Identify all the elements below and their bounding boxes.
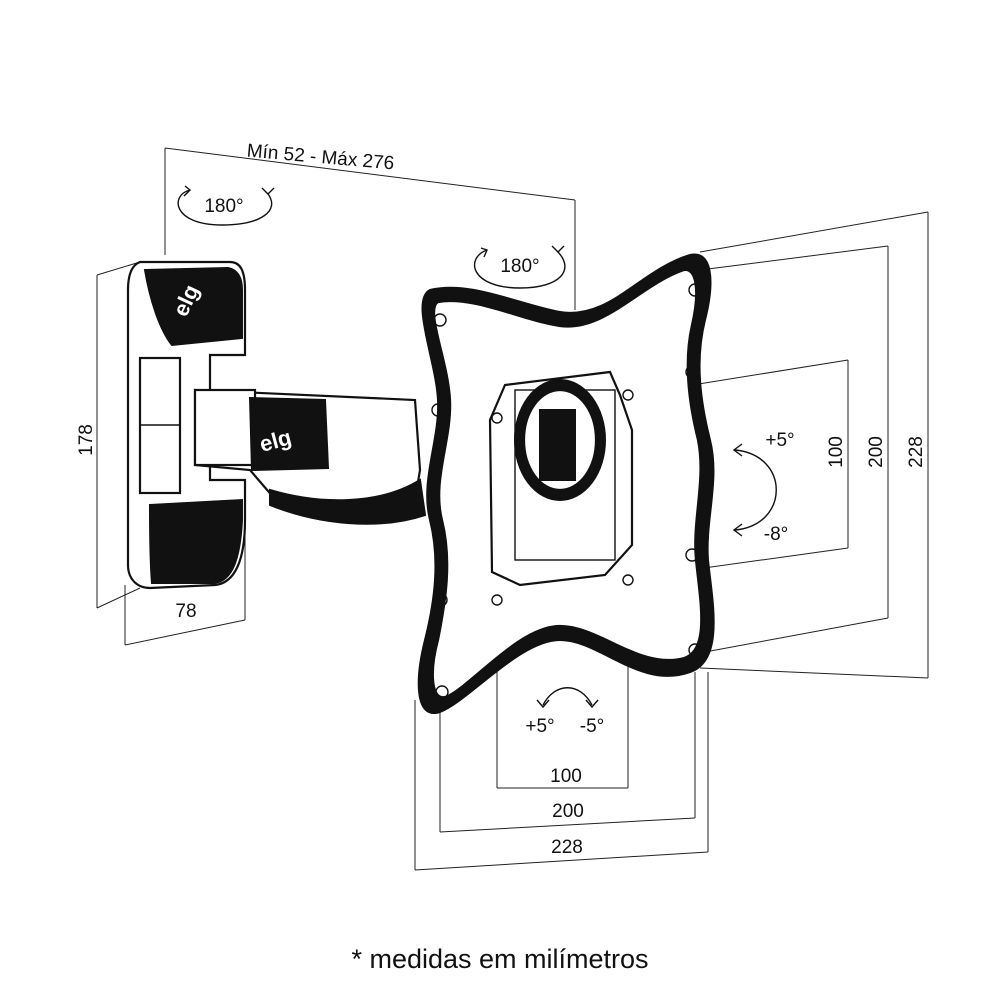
wall-width-label: 78 xyxy=(175,601,196,622)
wall-swivel-label: 180° xyxy=(204,196,243,217)
vesa-v-228: 228 xyxy=(906,436,927,468)
mounting-holes xyxy=(431,283,702,699)
vesa-vertical-dimensions: 100 200 228 xyxy=(629,211,929,679)
vesa-h-228: 228 xyxy=(551,837,583,858)
tilt-indicator: +5° -8° xyxy=(732,430,795,545)
depth-label: Mín 52 - Máx 276 xyxy=(246,141,395,175)
vesa-h-100: 100 xyxy=(550,766,582,787)
tilt-up-label: +5° xyxy=(765,430,794,451)
tilt-down-label: -8° xyxy=(764,524,789,545)
vesa-v-100: 100 xyxy=(826,436,847,468)
wall-plate: elg xyxy=(126,260,247,590)
footnote: * medidas em milímetros xyxy=(351,944,648,974)
wall-height-dimension: 178 xyxy=(76,261,141,609)
arm-swivel-indicator: 180° xyxy=(473,245,566,289)
rotation-left-label: +5° xyxy=(525,716,554,737)
rotation-indicator: +5° -5° xyxy=(525,687,605,737)
vesa-h-200: 200 xyxy=(552,801,584,822)
wall-height-label: 178 xyxy=(76,424,97,456)
rotation-right-label: -5° xyxy=(580,716,605,737)
wall-swivel-indicator: 180° xyxy=(177,185,275,226)
arm-swivel-label: 180° xyxy=(500,256,539,277)
swing-arm: elg xyxy=(193,388,427,525)
vesa-v-200: 200 xyxy=(866,436,887,468)
vesa-plate xyxy=(417,253,715,715)
